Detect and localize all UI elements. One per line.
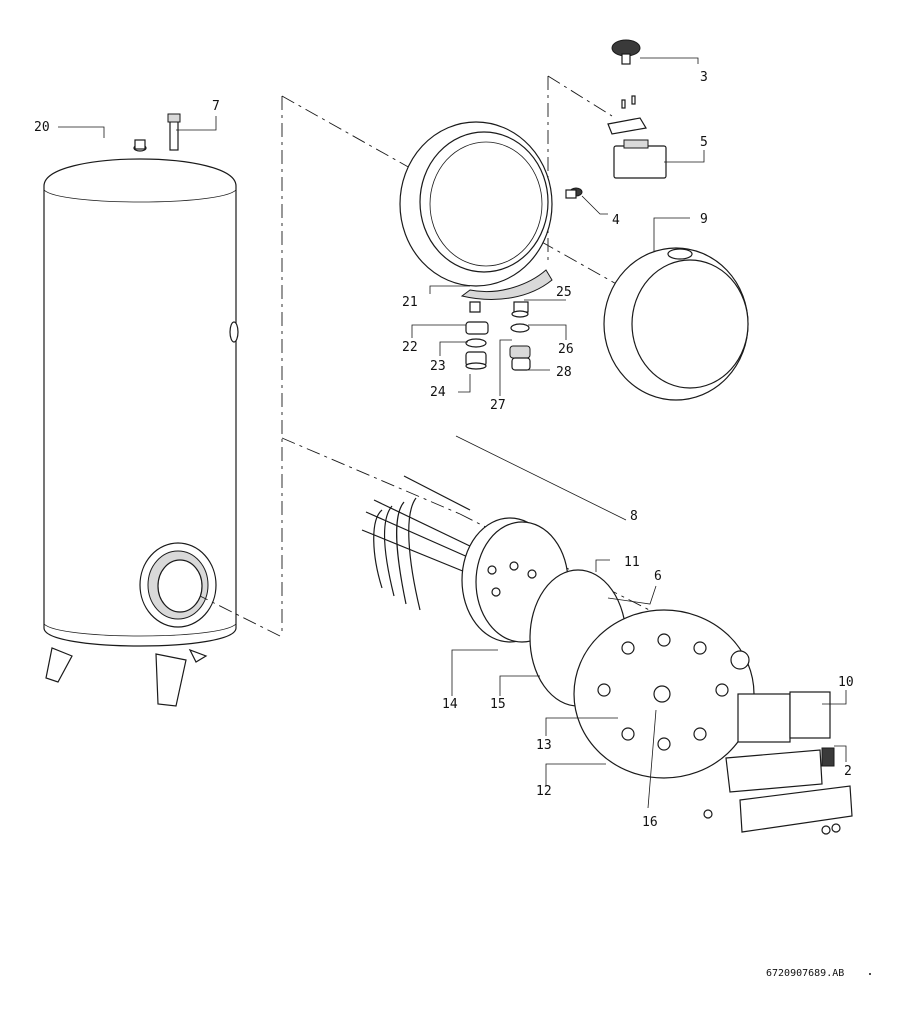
part-label-16: 16 (642, 815, 658, 830)
part-label-24: 24 (430, 385, 446, 400)
part-label-20: 20 (34, 120, 50, 135)
part-label-12: 12 (536, 784, 552, 799)
part-label-2: 2 (844, 764, 852, 779)
part-label-22: 22 (402, 340, 418, 355)
end-dot (869, 973, 871, 975)
part-label-6: 6 (654, 569, 662, 584)
part-label-13: 13 (536, 738, 552, 753)
part-label-25: 25 (556, 285, 572, 300)
part-label-10: 10 (838, 675, 854, 690)
top-cover-ring (399, 121, 553, 300)
protective-cap (603, 247, 749, 401)
part-label-21: 21 (402, 295, 418, 310)
part-label-27: 27 (490, 398, 506, 413)
heating-element (361, 475, 853, 835)
leader-lines (58, 57, 847, 809)
part-label-15: 15 (490, 697, 506, 712)
part-label-23: 23 (430, 359, 446, 374)
part-label-28: 28 (556, 365, 572, 380)
part-label-11: 11 (624, 555, 640, 570)
part-label-7: 7 (212, 99, 220, 114)
part-label-3: 3 (700, 70, 708, 85)
thermostat-parts (565, 39, 667, 199)
part-label-4: 4 (612, 213, 620, 228)
part-labels: 3 5 4 9 20 7 21 25 22 26 23 28 24 27 8 1… (34, 70, 854, 830)
storage-tank (43, 113, 239, 707)
part-label-8: 8 (630, 509, 638, 524)
part-label-5: 5 (700, 135, 708, 150)
part-label-14: 14 (442, 697, 458, 712)
part-label-9: 9 (700, 212, 708, 227)
drawing-code: 6720907689.AB (766, 968, 844, 979)
fittings (465, 301, 531, 371)
part-label-26: 26 (558, 342, 574, 357)
